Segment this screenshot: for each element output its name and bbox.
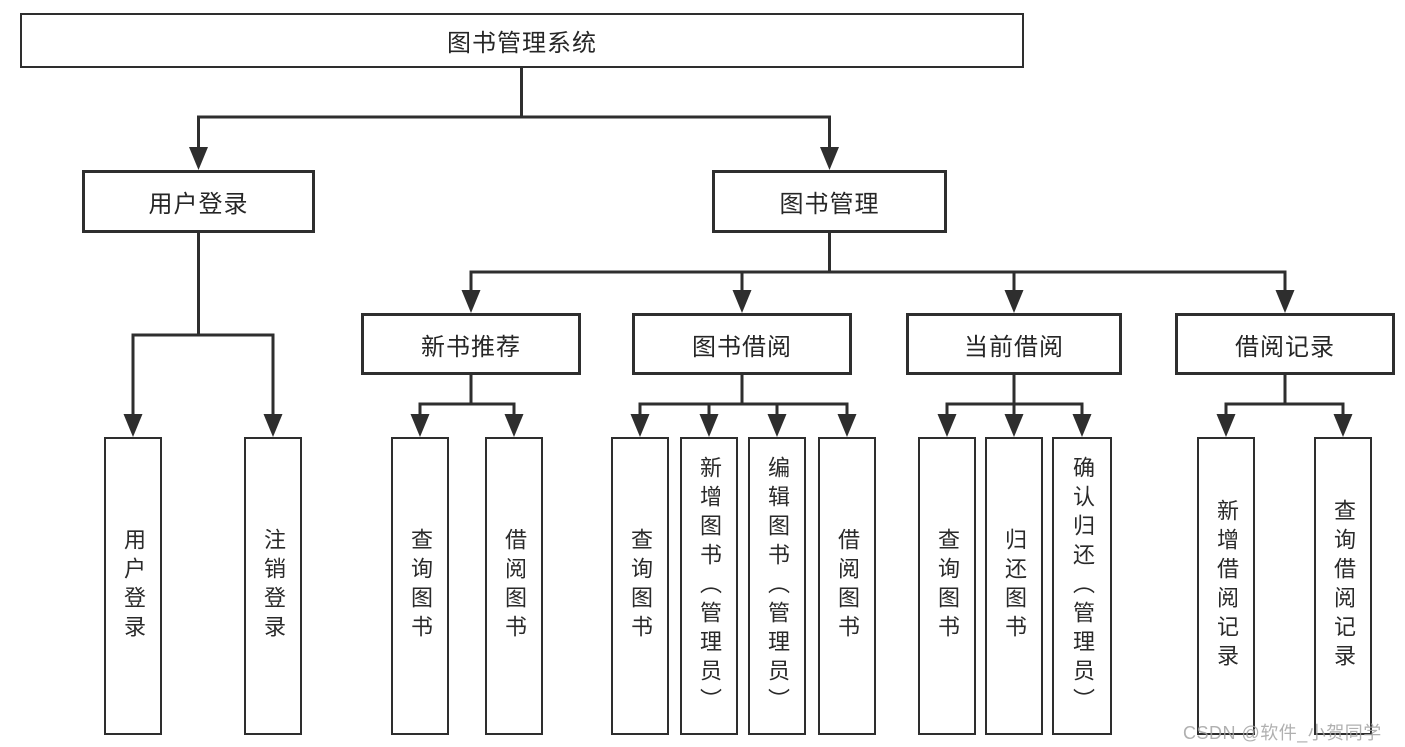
connector-root-to-level2 xyxy=(197,68,831,149)
arrow-down-icon xyxy=(937,414,957,437)
leaf-logout: 注销登录 xyxy=(244,437,302,735)
leaf-edit-books-admin: 编辑图书（管理员） xyxy=(748,437,806,735)
arrow-down-icon xyxy=(1216,414,1236,437)
node-book-borrowing: 图书借阅 xyxy=(632,313,852,375)
node-current-borrowing: 当前借阅 xyxy=(906,313,1122,375)
node-book-management: 图书管理 xyxy=(712,170,947,233)
arrow-down-icon xyxy=(123,414,143,437)
arrow-down-icon xyxy=(1072,414,1092,437)
connector-book-borrowing-to-leaves xyxy=(638,375,849,416)
leaf-query-books-borrowing: 查询图书 xyxy=(611,437,669,735)
arrow-down-icon xyxy=(504,414,524,437)
connector-current-borrowing-to-leaves xyxy=(945,375,1084,416)
leaf-borrow-books-recommend: 借阅图书 xyxy=(485,437,543,735)
node-library-management-system: 图书管理系统 xyxy=(20,13,1024,68)
arrow-down-icon xyxy=(630,414,650,437)
arrow-down-icon xyxy=(837,414,857,437)
leaf-query-books-current: 查询图书 xyxy=(918,437,976,735)
arrow-down-icon xyxy=(461,290,481,313)
leaf-query-borrow-record: 查询借阅记录 xyxy=(1314,437,1372,735)
node-user-login: 用户登录 xyxy=(82,170,315,233)
leaf-add-books-admin: 新增图书（管理员） xyxy=(680,437,738,735)
arrow-down-icon xyxy=(263,414,283,437)
arrow-down-icon xyxy=(699,414,719,437)
arrow-down-icon xyxy=(732,290,752,313)
arrow-down-icon xyxy=(1275,290,1295,313)
leaf-add-borrow-record: 新增借阅记录 xyxy=(1197,437,1255,735)
node-new-book-recommend: 新书推荐 xyxy=(361,313,581,375)
leaf-query-books-recommend: 查询图书 xyxy=(391,437,449,735)
arrow-down-icon xyxy=(820,147,839,170)
arrow-down-icon xyxy=(1333,414,1353,437)
leaf-return-books: 归还图书 xyxy=(985,437,1043,735)
connector-borrowing-records-to-leaves xyxy=(1224,375,1345,416)
connector-user-login-to-leaves xyxy=(131,233,275,416)
arrow-down-icon xyxy=(767,414,787,437)
arrow-down-icon xyxy=(1004,290,1024,313)
node-borrowing-records: 借阅记录 xyxy=(1175,313,1395,375)
csdn-watermark: CSDN @软件_小贺同学 xyxy=(1183,723,1382,743)
leaf-borrow-books: 借阅图书 xyxy=(818,437,876,735)
arrow-down-icon xyxy=(410,414,430,437)
arrowheads xyxy=(123,147,1353,437)
leaf-user-login: 用户登录 xyxy=(104,437,162,735)
leaf-confirm-return-admin: 确认归还（管理员） xyxy=(1052,437,1112,735)
connector-book-management-to-level3 xyxy=(469,233,1287,292)
arrow-down-icon xyxy=(189,147,208,170)
arrow-down-icon xyxy=(1004,414,1024,437)
connector-new-book-recommend-to-leaves xyxy=(418,375,516,416)
